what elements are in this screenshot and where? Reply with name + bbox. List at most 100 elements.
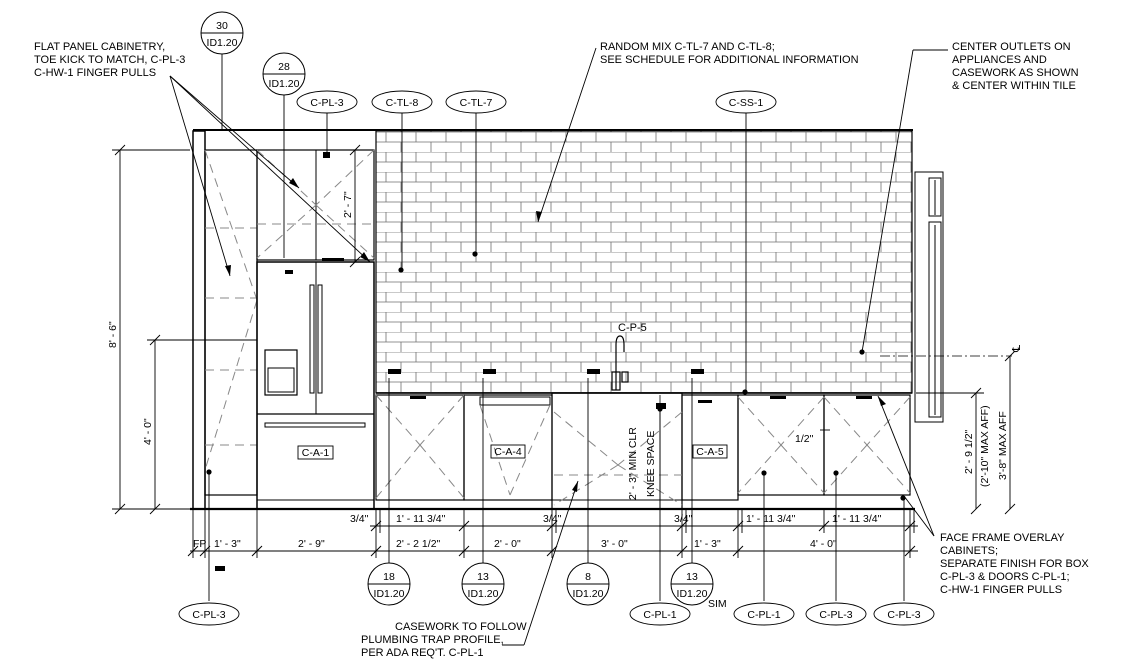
wall-elevation [190,129,915,511]
note-flat-panel-line2: TOE KICK TO MATCH, C-PL-3 [34,54,185,66]
note-center-outlets-line2: APPLIANCES AND [952,54,1047,66]
outlets [215,369,704,571]
note-face-frame-line3: SEPARATE FINISH FOR BOX [940,558,1089,570]
detail-bubble-18: 18 ID1.20 [367,562,411,606]
tag-bot-cpl1-a: C-PL-1 [643,609,676,621]
note-face-frame-line5: C-HW-1 FINGER PULLS [940,584,1062,596]
dim-row2-e: 2' - 0" [494,538,521,550]
note-face-frame-line1: FACE FRAME OVERLAY [940,532,1065,544]
note-flat-panel-line1: FLAT PANEL CABINETRY, [34,41,165,53]
note-random-mix-line1: RANDOM MIX C-TL-7 AND C-TL-8; [600,41,775,53]
detail-13b-sheet: ID1.20 [677,588,708,600]
knee-clearance-dim: 2' - 3" MIN CLR [627,427,639,500]
detail-28-sheet: ID1.20 [269,78,300,90]
detail-18-sheet: ID1.20 [374,588,405,600]
dim-row-1: 3/4" 1' - 11 3/4" 3/4" 3/4" 1' - 11 3/4"… [350,513,882,525]
detail-bubble-30: 30 ID1.20 [200,11,244,55]
tall-pantry-cabinet [192,130,258,510]
dim-row1-b: 1' - 11 3/4" [396,513,446,525]
dim-row1-a: 3/4" [350,513,369,525]
ca5-tag-box [692,444,728,459]
tag-top-cpl3: C-PL-3 [310,97,343,109]
note-casework-trap-line1: CASEWORK TO FOLLOW [395,621,527,633]
leader-dots [206,251,906,501]
tag-top-ctl8: C-TL-8 [386,97,419,109]
dim-row-2: FP 1' - 3" 2' - 9" 2' - 2 1/2" 2' - 0" 3… [193,538,837,550]
detail-bubble-13b: 13 ID1.20 SIM [670,562,727,610]
dim-row1-c: 3/4" [543,513,562,525]
detail-8-sheet: ID1.20 [573,588,604,600]
tag-top-css1: C-SS-1 [729,97,764,109]
tag-bot-cpl1-b: C-PL-1 [747,609,780,621]
material-tags-top: C-PL-3 C-TL-8 C-TL-7 C-SS-1 [296,90,777,114]
note-face-frame-line4: C-PL-3 & DOORS C-PL-1; [940,571,1070,583]
note-face-frame: FACE FRAME OVERLAY CABINETS; SEPARATE FI… [940,532,1089,596]
dim-row2-f: 3' - 0" [601,538,628,550]
detail-8-num: 8 [585,571,591,583]
refrigerator [256,261,375,510]
tag-ca4: C-A-4 [494,446,522,458]
dim-row2-c: 2' - 9" [298,538,325,550]
dim-row1-f: 1' - 11 3/4" [832,513,882,525]
dim-lines-vertical [112,144,1016,515]
dim-overall-height: 8' - 6" [107,321,119,348]
note-casework-trap-line2: PLUMBING TRAP PROFILE, [361,634,504,646]
detail-bubble-13a: 13 ID1.20 [461,562,505,606]
dim-max-aff-1: (2'-10" MAX AFF) [979,405,991,487]
window-frame [914,171,944,423]
dim-row2-h: 4' - 0" [810,538,837,550]
base-cabinets [375,392,912,510]
detail-13b-sim: SIM [708,598,727,610]
note-flat-panel-line3: C-HW-1 FINGER PULLS [34,67,156,79]
material-tags-bottom: C-PL-3 C-PL-1 C-PL-1 C-PL-3 C-PL-3 [178,602,935,626]
detail-bubble-28: 28 ID1.20 [262,52,306,96]
note-random-mix-line2: SEE SCHEDULE FOR ADDITIONAL INFORMATION [600,54,859,66]
note-center-outlets: CENTER OUTLETS ON APPLIANCES AND CASEWOR… [952,41,1079,92]
dim-counter-height: 2' - 9 1/2" [963,429,975,474]
tile-field [375,130,913,394]
label-cp5: C-P-5 [618,322,647,334]
dim-row1-e: 1' - 11 3/4" [746,513,796,525]
dim-row2-g: 1' - 3" [694,538,721,550]
detail-13a-num: 13 [477,571,489,583]
leader-lines [169,46,948,646]
ca1-tag-box [297,445,334,460]
detail-30-num: 30 [216,20,228,32]
tag-bot-cpl3-c: C-PL-3 [887,609,920,621]
note-flat-panel: FLAT PANEL CABINETRY, TOE KICK TO MATCH,… [34,41,185,79]
leader-arrowheads [225,178,886,492]
tag-ca5: C-A-5 [696,446,724,458]
centerline-symbol: ℄ [1011,345,1023,353]
note-center-outlets-line3: CASEWORK AS SHOWN [952,67,1079,79]
detail-30-sheet: ID1.20 [207,37,238,49]
note-casework-trap-line3: PER ADA REQ'T. C-PL-1 [361,647,484,659]
tag-bot-cpl3-left: C-PL-3 [192,609,225,621]
detail-18-num: 18 [383,571,395,583]
dim-row2-b: 1' - 3" [214,538,241,550]
note-face-frame-line2: CABINETS; [940,545,998,557]
tag-ca1: C-A-1 [302,447,330,459]
tag-top-ctl7: C-TL-7 [460,97,493,109]
note-center-outlets-line1: CENTER OUTLETS ON [952,41,1071,53]
dim-lines-horizontal [187,509,918,558]
note-center-outlets-line4: & CENTER WITHIN TILE [952,80,1076,92]
dim-half-inch: 1/2" [795,433,814,445]
tag-bot-cpl3-b: C-PL-3 [819,609,852,621]
upper-cabinet-over-fridge [256,149,375,274]
note-casework-trap: CASEWORK TO FOLLOW PLUMBING TRAP PROFILE… [361,621,527,659]
dim-row1-d: 3/4" [674,513,693,525]
detail-28-num: 28 [278,61,290,73]
dim-row2-fp: FP [193,538,206,550]
faucet [611,335,629,391]
knee-space-label: KNEE SPACE [645,431,657,497]
dim-four-foot: 4' - 0" [142,418,154,445]
ca4-tag-box [490,444,526,459]
dim-row2-d: 2' - 2 1/2" [396,538,441,550]
note-random-mix: RANDOM MIX C-TL-7 AND C-TL-8; SEE SCHEDU… [600,41,859,66]
dim-max-aff-2: 3'-8" MAX AFF [997,411,1009,480]
dim-upper-door: 2' - 7" [342,191,354,218]
detail-13a-sheet: ID1.20 [468,588,499,600]
detail-13b-num: 13 [686,571,698,583]
detail-bubble-8: 8 ID1.20 [566,562,610,606]
